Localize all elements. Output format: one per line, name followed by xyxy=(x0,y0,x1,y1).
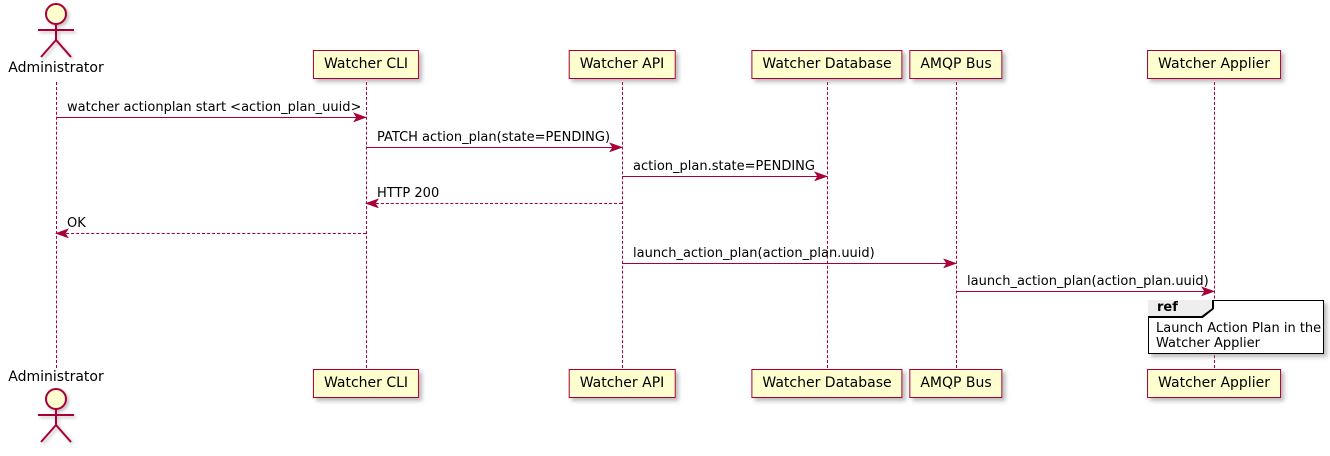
message-ok: OK xyxy=(55,216,366,239)
arrowhead-left-icon xyxy=(365,198,379,209)
participant-watcher-applier-top: Watcher Applier xyxy=(1147,50,1281,79)
arrowhead-right-icon xyxy=(814,171,828,182)
message-label: action_plan.state=PENDING xyxy=(633,159,815,174)
actor-administrator-icon-bottom xyxy=(38,388,74,443)
participant-amqp-bus-top: AMQP Bus xyxy=(909,50,1003,79)
message-http-200: HTTP 200 xyxy=(365,186,622,209)
ref-text-line: Launch Action Plan in the xyxy=(1156,321,1322,336)
ref-fragment: ref Launch Action Plan in the Watcher Ap… xyxy=(1148,300,1324,354)
arrowhead-right-icon xyxy=(1201,286,1215,297)
participant-watcher-cli-bottom: Watcher CLI xyxy=(312,369,420,398)
lifeline-watcher-api xyxy=(622,82,623,368)
actor-administrator-label-top: Administrator xyxy=(8,60,104,76)
participant-watcher-applier-bottom: Watcher Applier xyxy=(1147,369,1281,398)
lifeline-watcher-database xyxy=(827,82,828,368)
lifeline-administrator xyxy=(56,82,57,368)
message-label: watcher actionplan start <action_plan_uu… xyxy=(67,100,362,115)
message-label: launch_action_plan(action_plan.uuid) xyxy=(633,246,875,261)
arrowhead-right-icon xyxy=(943,258,957,269)
message-launch-action-plan-api: launch_action_plan(action_plan.uuid) xyxy=(622,246,957,269)
message-label: launch_action_plan(action_plan.uuid) xyxy=(967,274,1209,289)
participant-watcher-cli-top: Watcher CLI xyxy=(312,50,420,79)
participant-amqp-bus-bottom: AMQP Bus xyxy=(909,369,1003,398)
message-label: HTTP 200 xyxy=(377,186,440,201)
ref-keyword: ref xyxy=(1148,300,1213,317)
actor-administrator-label-bottom: Administrator xyxy=(8,369,104,385)
ref-text-line: Watcher Applier xyxy=(1156,335,1260,351)
participant-watcher-database-top: Watcher Database xyxy=(751,50,903,79)
participant-watcher-api-top: Watcher API xyxy=(568,50,676,79)
arrowhead-right-icon xyxy=(609,142,623,153)
ref-tab: ref xyxy=(1148,300,1214,318)
participant-watcher-database-bottom: Watcher Database xyxy=(751,369,903,398)
message-label: PATCH action_plan(state=PENDING) xyxy=(377,130,611,145)
lifeline-amqp-bus xyxy=(956,82,957,368)
lifeline-watcher-cli xyxy=(366,82,367,368)
arrowhead-right-icon xyxy=(353,112,367,123)
participant-watcher-api-bottom: Watcher API xyxy=(568,369,676,398)
ref-text: Launch Action Plan in the Watcher Applie… xyxy=(1156,321,1322,351)
lifeline-watcher-applier xyxy=(1214,82,1215,368)
message-label: OK xyxy=(67,216,86,231)
message-patch-action-plan: PATCH action_plan(state=PENDING) xyxy=(366,130,623,153)
arrowhead-left-icon xyxy=(55,228,69,239)
actor-administrator-icon-top xyxy=(38,3,74,58)
message-launch-action-plan-amqp: launch_action_plan(action_plan.uuid) xyxy=(956,274,1215,297)
message-state-pending: action_plan.state=PENDING xyxy=(622,159,828,182)
message-start-actionplan: watcher actionplan start <action_plan_uu… xyxy=(56,100,367,123)
